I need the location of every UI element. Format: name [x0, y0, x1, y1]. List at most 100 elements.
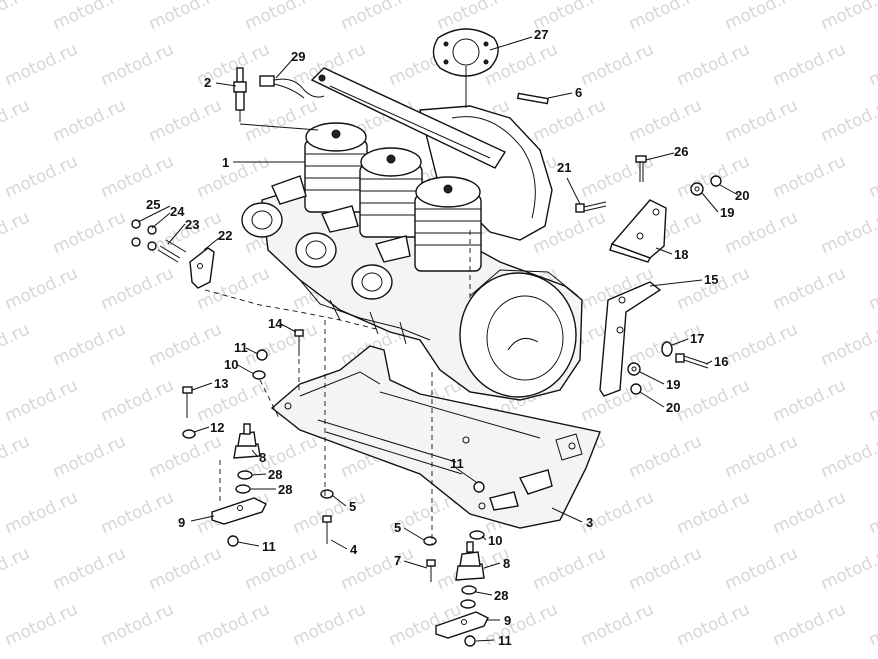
watermark-text: motod.ru	[338, 0, 417, 35]
watermark-text: motod.ru	[674, 599, 753, 650]
callout-16: 16	[714, 354, 728, 369]
watermark-text: motod.ru	[50, 319, 129, 370]
watermark-text: motod.ru	[722, 543, 801, 594]
callout-8-left: 8	[259, 450, 266, 465]
watermark-text: motod.ru	[770, 263, 849, 314]
watermark-text: motod.ru	[50, 431, 129, 482]
callout-11-left: 11	[262, 539, 276, 554]
callout-19-upper: 19	[720, 205, 734, 220]
callout-20-upper: 20	[735, 188, 749, 203]
watermark-text: motod.ru	[674, 39, 753, 90]
hardware-right	[575, 155, 722, 395]
watermark-text: motod.ru	[2, 375, 81, 426]
bracket-15	[599, 281, 662, 397]
watermark-text: motod.ru	[146, 95, 225, 146]
watermark-text: motod.ru	[98, 39, 177, 90]
sensor-29	[259, 75, 325, 99]
callout-8-right: 8	[503, 556, 510, 571]
watermark-text: motod.ru	[818, 319, 878, 370]
callout-18: 18	[674, 247, 688, 262]
left-mount-stack	[182, 329, 304, 547]
callout-10-left: 10	[224, 357, 238, 372]
watermark-text: motod.ru	[2, 263, 81, 314]
watermark-text: motod.ru	[770, 39, 849, 90]
watermark-text: motod.ru	[578, 39, 657, 90]
shim-6	[516, 92, 549, 105]
callout-24: 24	[170, 204, 185, 219]
watermark-text: motod.ru	[866, 375, 878, 426]
watermark-text: motod.ru	[722, 319, 801, 370]
callout-14: 14	[268, 316, 283, 331]
callout-15: 15	[704, 272, 718, 287]
watermark-text: motod.ru	[194, 599, 273, 650]
watermark-text: motod.ru	[530, 543, 609, 594]
plate-22	[189, 247, 215, 289]
watermark-text: motod.ru	[0, 207, 33, 258]
alignment-lines	[204, 230, 471, 545]
callout-2: 2	[204, 75, 211, 90]
watermark-text: motod.ru	[866, 487, 878, 538]
watermark-text: motod.ru	[770, 599, 849, 650]
callout-6: 6	[575, 85, 582, 100]
callout-10-right: 10	[488, 533, 502, 548]
callout-1: 1	[222, 155, 229, 170]
callout-12: 12	[210, 420, 224, 435]
watermark-text: motod.ru	[0, 543, 33, 594]
callout-5-lower: 5	[394, 520, 401, 535]
watermark-text: motod.ru	[818, 95, 878, 146]
watermark-text: motod.ru	[674, 375, 753, 426]
callout-20-lower: 20	[666, 400, 680, 415]
watermark-text: motod.ru	[2, 599, 81, 650]
watermark-text: motod.ru	[818, 0, 878, 35]
callout-9-left: 9	[178, 515, 185, 530]
watermark-text: motod.ru	[194, 151, 273, 202]
mount-plate-3	[270, 345, 601, 529]
callout-7: 7	[394, 553, 401, 568]
watermark-text: motod.ru	[722, 0, 801, 35]
watermark-text: motod.ru	[50, 95, 129, 146]
leader-lines	[137, 36, 739, 642]
callout-9-right: 9	[504, 613, 511, 628]
watermark-text: motod.ru	[194, 375, 273, 426]
watermark-text: motod.ru	[818, 207, 878, 258]
watermark-text: motod.ru	[626, 0, 705, 35]
watermark-text: motod.ru	[482, 599, 561, 650]
callout-22: 22	[218, 228, 232, 243]
watermark-text: motod.ru	[290, 599, 369, 650]
watermark-text: motod.ru	[98, 263, 177, 314]
callout-23: 23	[185, 217, 199, 232]
spark-plug-2	[233, 67, 247, 122]
callout-25: 25	[146, 197, 160, 212]
watermark-text: motod.ru	[866, 599, 878, 650]
watermark-text: motod.ru	[98, 599, 177, 650]
watermark-text: motod.ru	[866, 39, 878, 90]
gasket-27	[432, 28, 499, 77]
callout-11-bottom: 11	[498, 633, 512, 648]
right-mount-stack	[435, 541, 489, 647]
callout-4: 4	[350, 542, 358, 557]
watermark-text: motod.ru	[98, 151, 177, 202]
watermark-text: motod.ru	[818, 431, 878, 482]
watermark-text: motod.ru	[626, 431, 705, 482]
callout-11-center: 11	[450, 456, 464, 471]
callout-26: 26	[674, 144, 688, 159]
watermark-text: motod.ru	[242, 543, 321, 594]
watermark-text: motod.ru	[50, 207, 129, 258]
callout-21: 21	[557, 160, 571, 175]
callout-5-upper: 5	[349, 499, 356, 514]
watermark-text: motod.ru	[578, 487, 657, 538]
watermark-text: motod.ru	[0, 0, 33, 35]
bracket-18	[609, 199, 667, 263]
callout-28-c: 28	[494, 588, 508, 603]
watermark-text: motod.ru	[626, 543, 705, 594]
watermark-text: motod.ru	[626, 95, 705, 146]
callout-27: 27	[534, 27, 548, 42]
watermark-text: motod.ru	[770, 151, 849, 202]
watermark-text: motod.ru	[50, 543, 129, 594]
callout-11-top: 11	[234, 340, 248, 355]
engine-assembly	[241, 67, 583, 401]
watermark-text: motod.ru	[770, 487, 849, 538]
callout-28-b: 28	[278, 482, 292, 497]
